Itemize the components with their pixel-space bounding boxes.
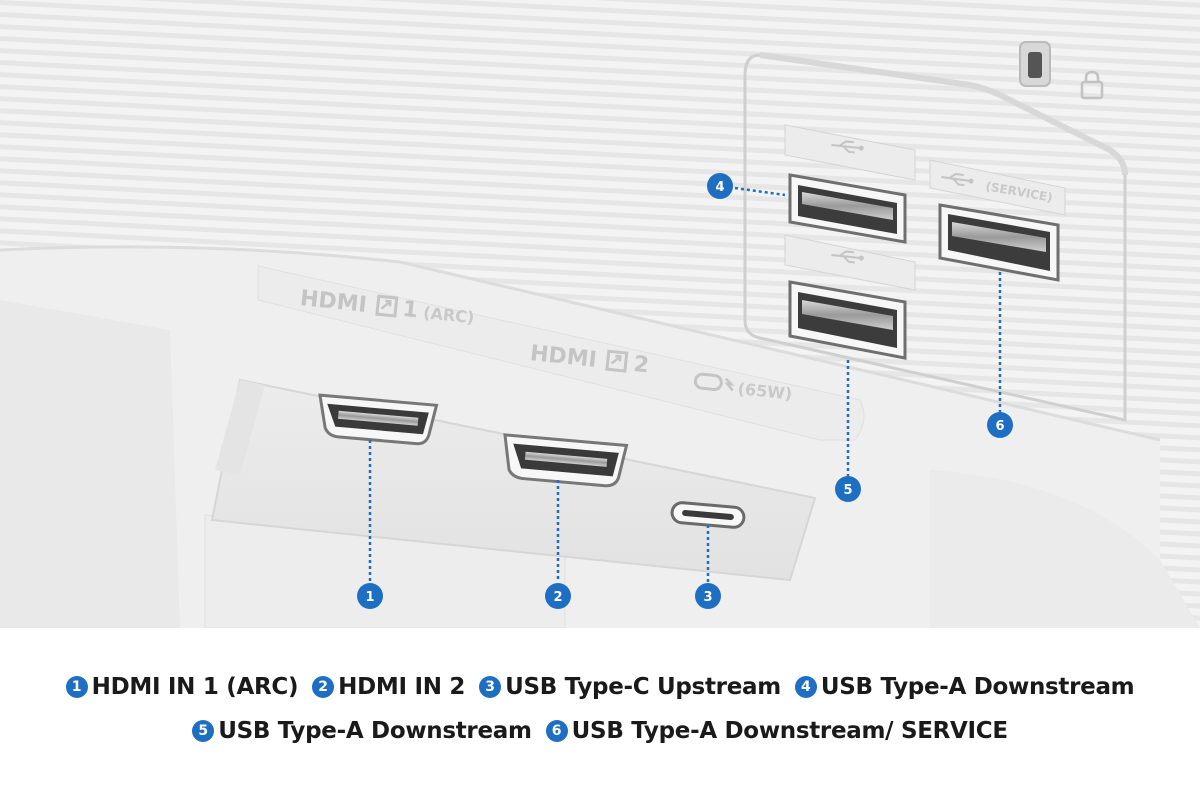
kensington-lock-icon	[1019, 41, 1051, 87]
svg-text:5: 5	[843, 483, 852, 498]
svg-text:3: 3	[703, 590, 712, 605]
legend-row-2: 5 USB Type-A Downstream 6 USB Type-A Dow…	[0, 718, 1200, 744]
port-illustration: HDMI 1 (ARC) HDMI 2 (65W)	[0, 0, 1200, 628]
legend-item-hdmi-in-1: 1 HDMI IN 1 (ARC)	[65, 674, 299, 700]
usb-trident-icon	[941, 172, 974, 187]
legend-badge: 2	[312, 676, 335, 698]
legend-label: USB Type-A Downstream	[820, 674, 1135, 700]
legend-item-usb-a-downstream-5: 5 USB Type-A Downstream	[192, 718, 532, 744]
hdmi-port-1	[318, 393, 439, 446]
svg-text:4: 4	[715, 180, 724, 195]
svg-text:2: 2	[553, 590, 562, 605]
hdmi-arrow-icon	[375, 294, 399, 318]
svg-text:1: 1	[365, 590, 374, 605]
callout-3: 3	[695, 583, 721, 609]
monitor-rear-photo: HDMI 1 (ARC) HDMI 2 (65W)	[0, 0, 1200, 628]
hdmi1-number-engraving: 1	[401, 297, 419, 323]
usb-c-port	[670, 501, 746, 529]
legend-label: HDMI IN 1 (ARC)	[91, 674, 299, 700]
body-curve	[930, 470, 1200, 628]
legend-badge: 3	[479, 676, 502, 698]
port-bar-side	[215, 380, 265, 475]
legend-badge: 5	[192, 720, 215, 742]
usb-a-port-5	[784, 234, 916, 360]
usb-c-power-icon	[693, 372, 735, 392]
callout-4: 4	[707, 173, 733, 199]
padlock-icon	[1080, 70, 1104, 100]
usb-a-port-4	[784, 124, 916, 244]
callout-lines	[368, 186, 1002, 582]
legend-item-usb-c-upstream: 3 USB Type-C Upstream	[479, 674, 781, 700]
callout-2: 2	[545, 583, 571, 609]
legend-label: HDMI IN 2	[338, 674, 466, 700]
callout-1: 1	[357, 583, 383, 609]
hdmi2-number-engraving: 2	[632, 352, 650, 378]
usb-trident-icon	[831, 140, 864, 154]
label-plate	[257, 265, 865, 441]
legend-label: USB Type-A Downstream	[218, 718, 532, 744]
hdmi-arrow-icon	[605, 349, 629, 373]
callout-6: 6	[987, 412, 1013, 438]
callout-5: 5	[835, 476, 861, 502]
usb-a-port-6: (SERVICE)	[929, 159, 1066, 282]
legend-label: USB Type-C Upstream	[505, 674, 781, 700]
legend-item-usb-a-downstream-4: 4 USB Type-A Downstream	[794, 674, 1135, 700]
legend-row-1: 1 HDMI IN 1 (ARC) 2 HDMI IN 2 3 USB Type…	[0, 674, 1200, 700]
usb-trident-icon	[831, 250, 864, 264]
lower-body-edge	[0, 245, 1161, 442]
legend-badge: 1	[65, 676, 88, 698]
legend-badge: 6	[545, 720, 568, 742]
hdmi-port-2	[503, 433, 629, 488]
stand-shadow	[0, 300, 180, 628]
legend-label: USB Type-A Downstream/ SERVICE	[571, 718, 1008, 744]
legend-item-hdmi-in-2: 2 HDMI IN 2	[312, 674, 465, 700]
port-legend: 1 HDMI IN 1 (ARC) 2 HDMI IN 2 3 USB Type…	[0, 628, 1200, 800]
legend-badge: 4	[794, 676, 817, 698]
svg-text:6: 6	[995, 419, 1004, 434]
legend-item-usb-a-downstream-service: 6 USB Type-A Downstream/ SERVICE	[545, 718, 1008, 744]
